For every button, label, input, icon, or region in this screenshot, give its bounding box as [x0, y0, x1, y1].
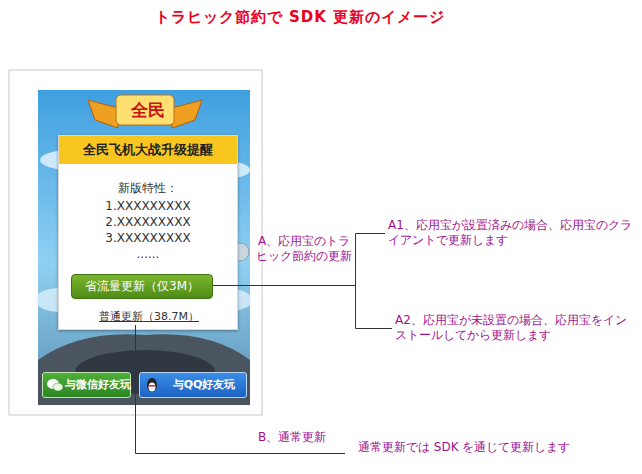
callout-b-note: 通常更新では SDK を通じて更新します: [358, 440, 636, 455]
game-logo-text: 全民: [118, 99, 178, 121]
button-label: 普通更新（38.7M）: [81, 308, 217, 326]
leader-line: [356, 328, 393, 329]
save-traffic-button: 省流量更新（仅3M）: [71, 274, 213, 299]
wechat-button: 与微信好友玩: [42, 372, 131, 398]
leader-line: [213, 285, 356, 286]
diagram-title: トラヒック節約で SDK 更新のイメージ: [0, 8, 600, 27]
qq-button: 与QQ好友玩: [139, 372, 247, 398]
dialog-body-line: 1.XXXXXXXXX: [59, 198, 237, 214]
dialog-body-line: 新版特性：: [59, 180, 237, 196]
leader-line: [356, 233, 386, 234]
button-label: 与微信好友玩: [43, 373, 130, 397]
callout-a2: A2、応用宝が未設置の場合、応用宝をインストールしてから更新します: [395, 313, 635, 343]
callout-a1: A1、応用宝が設置済みの場合、応用宝のクライアントで更新します: [388, 218, 636, 248]
button-label: 与QQ好友玩: [140, 373, 246, 397]
dialog-body-line: ......: [59, 246, 237, 262]
dialog-body-line: 3.XXXXXXXXX: [59, 230, 237, 246]
wechat-icon: [46, 376, 64, 394]
dialog-body-line: 2.XXXXXXXXX: [59, 214, 237, 230]
button-label: 省流量更新（仅3M）: [72, 275, 212, 298]
dialog-heading: 全民飞机大战升级提醒: [59, 136, 237, 164]
qq-icon: [143, 376, 161, 394]
normal-update-link: 普通更新（38.7M）: [81, 308, 217, 326]
callout-b: B、通常更新: [258, 430, 348, 445]
leader-line: [355, 234, 356, 329]
upgrade-dialog: 全民飞机大战升级提醒新版特性： 1.XXXXXXXXX2.XXXXXXXXX3.X…: [58, 135, 238, 330]
callout-a: A、応用宝のトラヒック節約の更新: [254, 234, 354, 264]
